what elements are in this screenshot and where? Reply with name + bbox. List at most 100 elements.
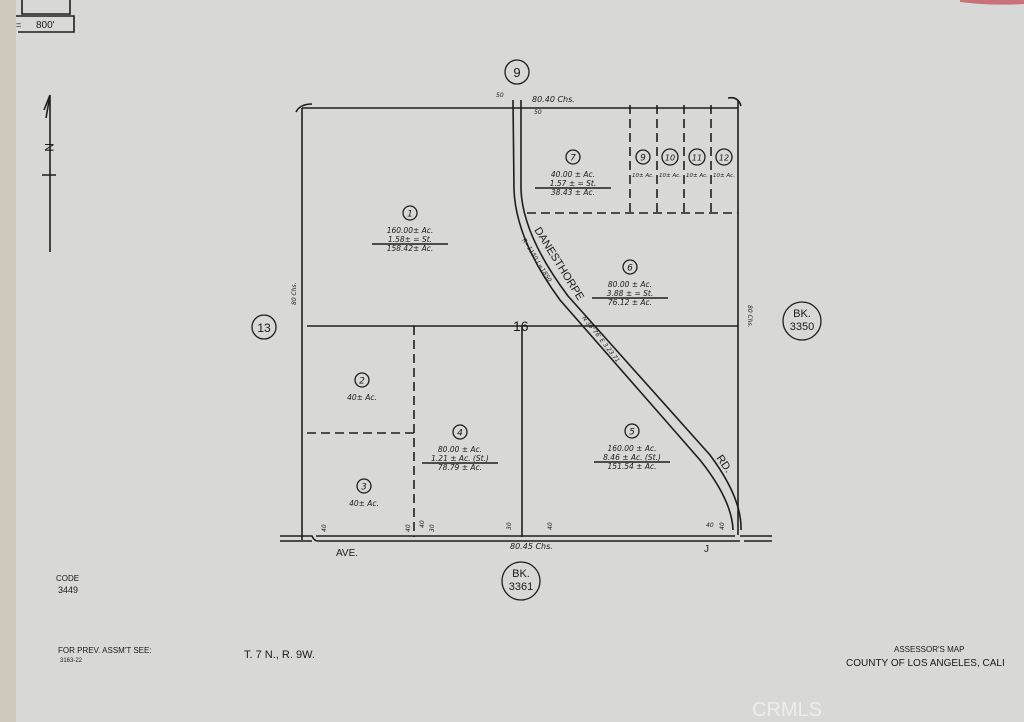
svg-text:BK.: BK. xyxy=(793,308,811,320)
parcel-10[interactable]: 10 10± Ac. xyxy=(659,148,681,179)
parcel-acreage: 1.21 ± Ac. (St.) xyxy=(431,454,489,463)
parcel-4[interactable]: 4 80.00 ± Ac.1.21 ± Ac. (St.)78.79 ± Ac. xyxy=(422,424,498,472)
svg-text:30: 30 xyxy=(429,524,436,532)
parcel-9[interactable]: 9 10± Ac. xyxy=(632,149,654,179)
parcel-acreage: 151.54 ± Ac. xyxy=(608,462,657,471)
svg-text:=: = xyxy=(16,20,21,30)
parcel-number: 6 xyxy=(627,264,633,274)
svg-text:40: 40 xyxy=(321,524,328,532)
parcel-acreage: 8.46 ± Ac. (St.) xyxy=(603,453,661,462)
parcel-acreage: 1.57 ± = St. xyxy=(550,179,597,188)
parcel-acreage: 78.79 ± Ac. xyxy=(438,463,482,472)
parcel-number-circle xyxy=(622,259,638,275)
book-reference-south[interactable]: BK. 3361 xyxy=(501,561,541,601)
parcel-number-circle xyxy=(354,372,370,388)
parcel-acreage: 3.88 ± = St. xyxy=(607,289,654,298)
svg-text:BK.: BK. xyxy=(512,568,530,580)
township-range: T. 7 N., R. 9W. xyxy=(244,649,315,661)
parcel-number-circle xyxy=(452,424,468,440)
adjacent-section-13: 13 xyxy=(251,314,277,340)
book-reference-east[interactable]: BK. 3350 xyxy=(782,301,822,341)
svg-text:800': 800' xyxy=(36,20,55,31)
parcel-number: 11 xyxy=(692,154,702,163)
parcel-number: 9 xyxy=(640,154,646,164)
parcel-acreage: 160.00± Ac. xyxy=(387,226,434,235)
parcels: 1 160.00± Ac.1.58± = St.158.42± Ac. 2 40± A… xyxy=(347,148,735,508)
parcel-acreage: 38.43 ± Ac. xyxy=(551,188,595,197)
code-value: 3449 xyxy=(58,585,78,595)
parcel-6[interactable]: 6 80.00 ± Ac.3.88 ± = St.76.12 ± Ac. xyxy=(592,259,668,307)
parcel-number: 10 xyxy=(665,154,675,163)
footer: CODE 3449 FOR PREV. ASSM'T SEE: 3163-22 … xyxy=(56,574,1005,721)
parcel-acreage: 40± Ac. xyxy=(349,499,379,508)
section-boundary xyxy=(280,96,772,542)
parcel-acreage: 40.00 ± Ac. xyxy=(551,170,595,179)
svg-text:3361: 3361 xyxy=(509,581,533,593)
svg-text:40: 40 xyxy=(547,522,554,530)
parcel-11[interactable]: 11 10± Ac. xyxy=(686,148,708,179)
parcel-acreage: 80.00 ± Ac. xyxy=(608,280,652,289)
parcel-number-circle xyxy=(715,148,733,166)
parcel-number-circle xyxy=(661,148,679,166)
prev-assessment-value: 3163-22 xyxy=(60,658,83,664)
prev-assessment-label: FOR PREV. ASSM'T SEE: xyxy=(58,646,152,655)
watermark: CRMLS xyxy=(752,699,822,721)
parcel-acreage: 1.58± = St. xyxy=(388,235,432,244)
parcel-2[interactable]: 2 40± Ac. xyxy=(347,372,377,402)
north-arrow-icon: N xyxy=(42,94,56,252)
parcel-acreage: 40± Ac. xyxy=(347,393,377,402)
parcel-3[interactable]: 3 40± Ac. xyxy=(349,478,379,508)
paper-edge xyxy=(0,0,16,722)
parcel-acreage: 10± Ac. xyxy=(632,173,654,179)
parcel-number: 5 xyxy=(629,428,635,438)
map-title-1: ASSESSOR'S MAP xyxy=(894,645,964,654)
avenue-suffix: J xyxy=(704,544,709,555)
corner-mark xyxy=(960,0,1024,5)
adjacent-section-9: 9 xyxy=(504,59,530,85)
parcel-1[interactable]: 1 160.00± Ac.1.58± = St.158.42± Ac. xyxy=(372,205,448,253)
parcel-number-circle xyxy=(688,148,706,166)
top-offset: 50 xyxy=(534,109,542,116)
parcel-5[interactable]: 5 160.00 ± Ac.8.46 ± Ac. (St.)151.54 ± Ac… xyxy=(594,423,670,471)
avenue-name: AVE. xyxy=(336,548,358,559)
bottom-offsets: 40 40 40 30 30 40 40 40 xyxy=(321,520,726,532)
map-title-2: COUNTY OF LOS ANGELES, CALI xyxy=(846,658,1005,669)
svg-text:40: 40 xyxy=(706,522,714,529)
svg-text:40: 40 xyxy=(419,520,426,528)
section-number: 16 xyxy=(513,318,529,334)
svg-text:13: 13 xyxy=(257,321,271,335)
top-dimension: 80.40 Chs. xyxy=(532,95,575,104)
parcel-number: 1 xyxy=(407,210,413,220)
svg-text:40: 40 xyxy=(719,522,726,530)
scale-box: = 800' xyxy=(16,0,75,33)
parcel-number-circle xyxy=(565,149,581,165)
parcel-acreage: 10± Ac. xyxy=(686,173,708,179)
code-label: CODE xyxy=(56,574,79,583)
left-dimension: 80 Chs. xyxy=(291,282,298,305)
parcel-number-circle xyxy=(635,149,651,165)
svg-text:40: 40 xyxy=(405,524,412,532)
parcel-12[interactable]: 12 10± Ac. xyxy=(713,148,735,179)
svg-text:30: 30 xyxy=(506,522,513,530)
svg-text:3350: 3350 xyxy=(790,321,814,333)
parcel-number: 2 xyxy=(359,377,365,387)
parcel-acreage: 10± Ac. xyxy=(659,173,681,179)
parcel-number: 3 xyxy=(361,483,367,493)
parcel-acreage: 80.00 ± Ac. xyxy=(438,445,482,454)
svg-text:N: N xyxy=(42,143,56,152)
parcel-number-circle xyxy=(402,205,418,221)
right-dimension: 80 Chs. xyxy=(746,305,753,328)
parcel-number: 12 xyxy=(719,154,729,163)
parcel-7[interactable]: 7 40.00 ± Ac.1.57 ± = St.38.43 ± Ac. xyxy=(535,149,611,197)
parcel-acreage: 160.00 ± Ac. xyxy=(608,444,657,453)
parcel-number: 4 xyxy=(457,429,463,439)
parcel-acreage: 10± Ac. xyxy=(713,173,735,179)
svg-text:9: 9 xyxy=(513,65,520,80)
top-offset: 50 xyxy=(496,92,504,99)
parcel-number: 7 xyxy=(570,154,576,164)
parcel-acreage: 158.42± Ac. xyxy=(387,244,434,253)
parcel-number-circle xyxy=(624,423,640,439)
parcel-acreage: 76.12 ± Ac. xyxy=(608,298,652,307)
